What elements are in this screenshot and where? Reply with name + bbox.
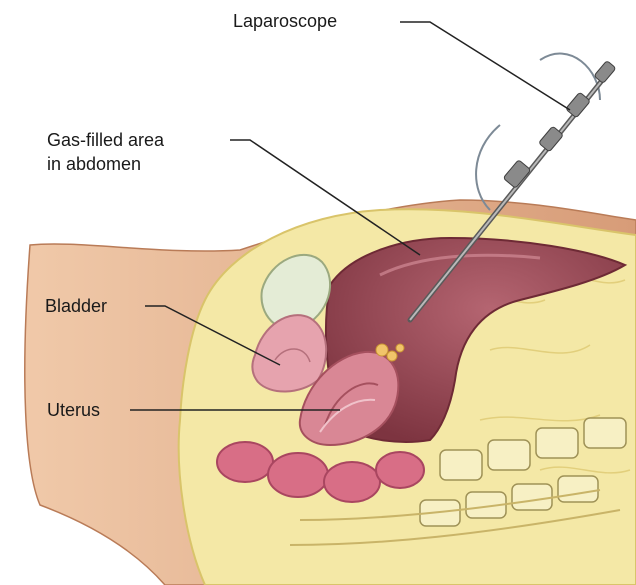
label-laparoscope: Laparoscope [233, 9, 337, 33]
label-bladder: Bladder [45, 294, 107, 318]
label-gas-line2: in abdomen [47, 152, 141, 176]
label-gas-line1: Gas-filled area [47, 128, 164, 152]
leader-laparoscope [400, 22, 570, 110]
label-uterus: Uterus [47, 398, 100, 422]
